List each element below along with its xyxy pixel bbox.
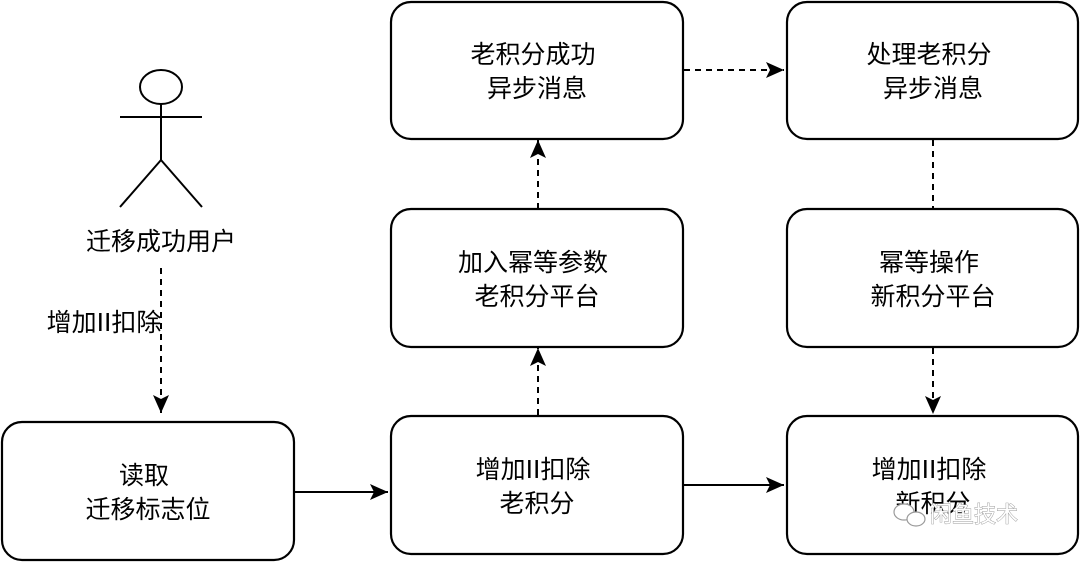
watermark-text: 闲鱼技术 (930, 503, 1018, 528)
node-handle-msg-line-1: 处理老积分 (867, 40, 992, 69)
node-old-msg-line-1: 老积分成功 (471, 40, 596, 69)
svg-text:增加II扣除 老积分: 增加II扣除 老积分 (476, 455, 599, 518)
svg-text:老积分成功 异步消息: 老积分成功 异步消息 (471, 40, 604, 103)
svg-text:加入幂等参数 老积分平台: 加入幂等参数 老积分平台 (458, 248, 616, 311)
node-old-deduct-line-2: 老积分 (499, 489, 574, 518)
edge-label-actor-to-read: 增加II扣除 (47, 308, 162, 337)
node-old-msg-line-2: 异步消息 (487, 74, 587, 103)
svg-text:读取 迁移标志位: 读取 迁移标志位 (85, 461, 210, 524)
node-old-idem-line-1: 加入幂等参数 (458, 248, 608, 277)
node-new-deduct-line-1: 增加II扣除 (872, 455, 987, 484)
actor-head-icon (139, 69, 183, 105)
actor-left-leg (119, 159, 162, 208)
node-old-msg: 老积分成功 异步消息 (389, 0, 685, 141)
svg-text:幂等操作 新积分平台: 幂等操作 新积分平台 (870, 248, 995, 311)
actor-user (119, 69, 203, 208)
svg-text:增加II扣除 新积分: 增加II扣除 新积分 (872, 455, 995, 518)
wechat-icon (893, 503, 926, 527)
node-read-flag: 读取 迁移标志位 (0, 420, 296, 562)
node-old-idem: 加入幂等参数 老积分平台 (389, 207, 685, 349)
actor-label: 迁移成功用户 (86, 227, 236, 256)
node-new-deduct: 增加II扣除 新积分 (785, 414, 1080, 556)
node-handle-msg-line-2: 异步消息 (883, 74, 983, 103)
node-new-idem-line-2: 新积分平台 (870, 282, 995, 311)
node-old-deduct-line-1: 增加II扣除 (476, 455, 591, 484)
node-new-idem: 幂等操作 新积分平台 (785, 207, 1080, 349)
node-old-idem-line-2: 老积分平台 (474, 282, 599, 311)
node-read-flag-line-1: 读取 (119, 461, 169, 490)
node-old-deduct: 增加II扣除 老积分 (389, 414, 685, 556)
svg-text:处理老积分 异步消息: 处理老积分 异步消息 (867, 40, 1000, 103)
watermark: 闲鱼技术 (893, 503, 1018, 528)
node-read-flag-line-2: 迁移标志位 (85, 495, 210, 524)
node-handle-msg: 处理老积分 异步消息 (785, 0, 1080, 141)
node-new-idem-line-1: 幂等操作 (879, 248, 979, 277)
actor-right-leg (160, 159, 203, 208)
